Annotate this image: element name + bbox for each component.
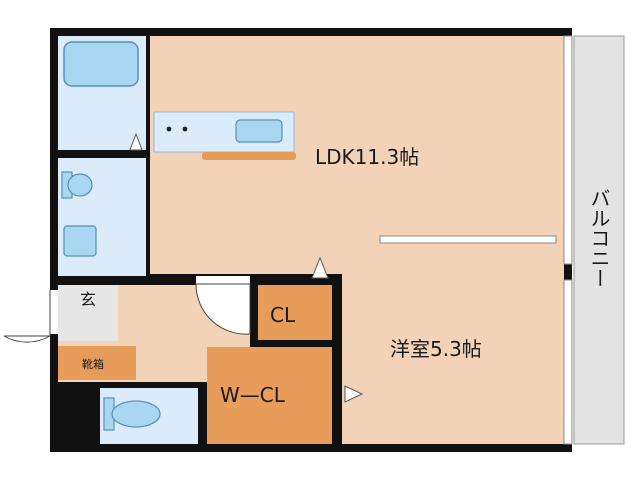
western-room-label: 洋室5.3帖	[390, 337, 482, 361]
toilet-icon	[103, 397, 161, 431]
shoe-box-label: 靴箱	[82, 357, 104, 371]
walk-in-closet-label: W—CL	[220, 383, 286, 407]
entry-door-swing	[3, 290, 51, 343]
washing-machine-icon	[63, 225, 97, 257]
western-room-floor	[342, 243, 564, 444]
entrance-floor	[58, 285, 118, 341]
stove-burner-icon	[166, 126, 172, 132]
bathtub-icon	[63, 41, 139, 87]
balcony-label: バルコニー	[587, 188, 611, 288]
western-room-opening	[379, 235, 557, 244]
opening-arrow-icon	[311, 256, 329, 279]
entry-opening	[48, 290, 58, 334]
toilet-icon	[61, 171, 93, 199]
closet-label: CL	[270, 303, 296, 327]
opening-arrow-icon	[344, 385, 364, 403]
entrance-label: 玄	[80, 290, 96, 309]
ldk-label: LDK11.3帖	[315, 145, 419, 169]
window-strip	[563, 35, 573, 265]
opening-arrow-icon	[129, 132, 143, 151]
ldk-door-gap	[196, 276, 250, 286]
closet-area	[258, 285, 332, 340]
window-strip	[563, 279, 573, 445]
kitchen-sink-icon	[235, 119, 283, 143]
ldk-door-swing	[195, 283, 251, 335]
stove-burner-icon	[182, 126, 188, 132]
balcony-area	[573, 35, 625, 445]
shoe-box-area	[58, 346, 136, 380]
walk-in-closet-area	[207, 347, 332, 444]
kitchen-edge	[202, 152, 296, 160]
